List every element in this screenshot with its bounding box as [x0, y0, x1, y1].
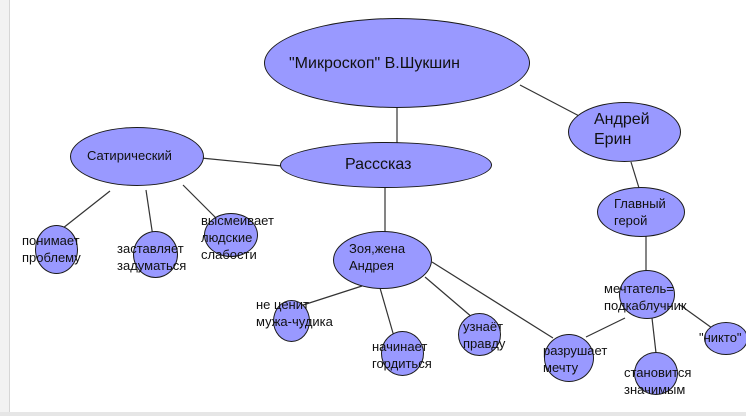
label-story: Расссказ [345, 156, 412, 173]
node-main-hero [597, 187, 685, 237]
label-title: "Микроскоп" В.Шукшин [289, 55, 460, 72]
node-z-truth [458, 313, 501, 356]
link-dreamer-significant [651, 317, 657, 354]
label-main-hero: Главный герой [614, 196, 666, 228]
label-significant: становится значимым [624, 365, 692, 397]
label-z-proud: начинает гордиться [372, 339, 432, 371]
link-zoya-doesnt-value [299, 285, 363, 307]
node-z-doesnt-value [273, 300, 310, 342]
link-dreamer-destroys [585, 317, 626, 338]
label-sat-mocks: высмеивает людские слабости [201, 213, 274, 262]
label-sat-understands: понимает проблему [22, 233, 81, 265]
node-sat-understands [35, 225, 78, 274]
node-significant [634, 352, 678, 395]
node-sat-mocks [204, 213, 258, 257]
link-andrey-mainhero [630, 161, 640, 189]
link-satirical-mocks [182, 184, 220, 222]
node-title [264, 18, 530, 108]
node-nobody [704, 322, 746, 355]
bottom-border [0, 412, 746, 416]
label-sat-think: заставляет задуматься [117, 241, 187, 273]
link-satirical-understands [57, 190, 111, 233]
node-z-proud [381, 331, 424, 376]
node-dreamer [619, 270, 675, 319]
label-destroys: разрушает мечту [543, 343, 608, 375]
link-satirical-think [145, 189, 154, 238]
label-satirical: Сатирический [87, 148, 172, 163]
node-andrey [568, 102, 681, 162]
label-andrey: Андрей Ерин [594, 111, 650, 148]
label-nobody: "никто" [699, 330, 742, 345]
node-zoya [333, 231, 432, 289]
left-border [0, 0, 10, 416]
label-dreamer: мечтатель= подкаблучник [604, 281, 687, 313]
label-z-doesnt-value: не ценит мужа-чудика [256, 297, 333, 329]
label-z-truth: узнаёт правду [463, 319, 506, 351]
label-zoya: Зоя,жена Андрея [349, 241, 406, 273]
link-zoya-proud [379, 287, 396, 341]
link-title-andrey [519, 84, 584, 119]
node-destroys [544, 334, 594, 382]
node-satirical [70, 127, 204, 186]
link-dreamer-nobody [679, 304, 713, 329]
link-zoya-truth [424, 276, 474, 319]
link-zoya-destroys [431, 261, 554, 339]
node-story [280, 142, 492, 188]
link-story-satirical [200, 157, 283, 167]
node-sat-think [133, 231, 178, 278]
